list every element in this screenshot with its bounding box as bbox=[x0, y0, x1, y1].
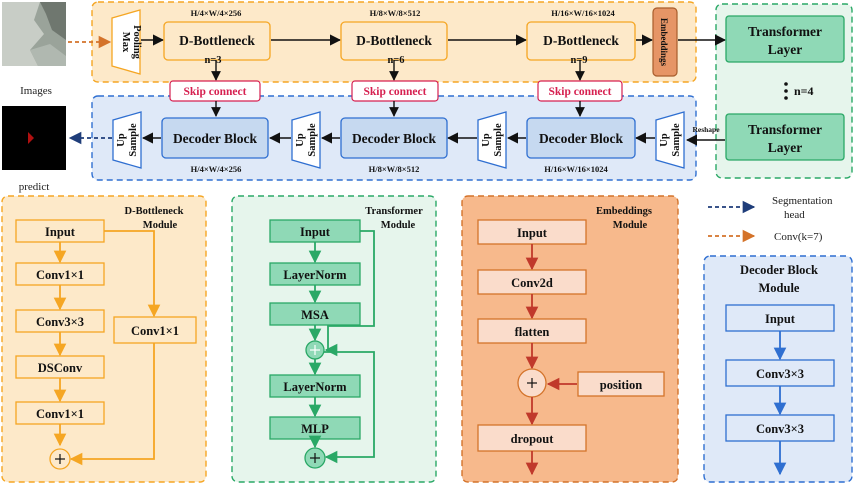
skip-connect-1 bbox=[169, 80, 261, 102]
transformer-layer-1 bbox=[725, 15, 845, 63]
svg-text:Input: Input bbox=[765, 312, 796, 326]
svg-text:dropout: dropout bbox=[511, 432, 555, 446]
upsample-1: Up Sample bbox=[112, 111, 142, 169]
em-add-icon bbox=[517, 368, 547, 398]
svg-text:Up: Up bbox=[659, 133, 670, 147]
predict-image bbox=[2, 106, 66, 170]
dm-title-2: Module bbox=[759, 281, 800, 295]
upsample-3: Up Sample bbox=[477, 111, 507, 169]
d-bottleneck-1-n: n=3 bbox=[204, 55, 221, 66]
enc-dim-1: H/4×W/4×256 bbox=[191, 8, 242, 18]
skip-connect-3-label: Skip connect bbox=[549, 86, 612, 98]
decoder-block-1 bbox=[161, 117, 269, 159]
maxpool-label-2: Pooling bbox=[131, 25, 142, 60]
svg-text:LayerNorm: LayerNorm bbox=[283, 268, 347, 282]
input-image bbox=[2, 2, 66, 66]
d-bottleneck-1 bbox=[163, 21, 271, 61]
svg-text:MSA: MSA bbox=[301, 308, 329, 322]
vertical-dots-icon bbox=[784, 82, 788, 100]
svg-text:Input: Input bbox=[300, 225, 331, 239]
maxpool-label-1: Max bbox=[120, 32, 131, 53]
skip-connect-2 bbox=[351, 80, 439, 102]
enc-dim-2: H/8×W/8×512 bbox=[370, 8, 421, 18]
enc-dim-3: H/16×W/16×1024 bbox=[551, 8, 615, 18]
svg-text:flatten: flatten bbox=[515, 325, 550, 339]
legend-seg-label-2: head bbox=[784, 209, 805, 221]
svg-text:Input: Input bbox=[45, 225, 76, 239]
em-conv2d bbox=[477, 269, 587, 295]
dm-title-1: Decoder Block bbox=[740, 263, 818, 277]
svg-text:Conv1×1: Conv1×1 bbox=[131, 324, 179, 338]
d-bottleneck-2-n: n=6 bbox=[387, 55, 404, 66]
upsample-2: Up Sample bbox=[291, 111, 321, 169]
transformer-layer-2 bbox=[725, 113, 845, 161]
transformer-layer-2-l2: Layer bbox=[768, 140, 803, 155]
svg-text:MLP: MLP bbox=[301, 422, 329, 436]
d-bottleneck-3-n: n=9 bbox=[570, 55, 587, 66]
decoder-block-3 bbox=[526, 117, 636, 159]
legend-seg-label-1: Segmentation bbox=[772, 195, 833, 207]
images-label: Images bbox=[20, 85, 52, 97]
upsample-4: Up Sample bbox=[655, 111, 685, 169]
em-title-1: Embeddings bbox=[596, 206, 652, 217]
dec-dim-1: H/4×W/4×256 bbox=[191, 164, 242, 174]
predict-label: predict bbox=[19, 181, 50, 193]
dbm-title-1: D-Bottleneck bbox=[125, 206, 184, 217]
tm-title-1: Transformer bbox=[365, 206, 423, 217]
dm-conv3x3-1 bbox=[725, 359, 835, 387]
decoder-block-2 bbox=[340, 117, 448, 159]
d-bottleneck-3 bbox=[526, 21, 636, 61]
em-title-2: Module bbox=[613, 220, 648, 231]
reshape-label: Reshape bbox=[692, 125, 720, 134]
svg-text:Conv1×1: Conv1×1 bbox=[36, 407, 84, 421]
transformer-layer-1-l1: Transformer bbox=[748, 24, 822, 39]
tm-add-icon-2 bbox=[304, 447, 326, 469]
legend-conv-label: Conv(k=7) bbox=[774, 231, 823, 243]
decoder-block-1-title: Decoder Block bbox=[173, 131, 258, 146]
skip-connect-2-label: Skip connect bbox=[364, 86, 427, 98]
n4-label: n=4 bbox=[794, 84, 814, 98]
svg-text:Conv3×3: Conv3×3 bbox=[36, 315, 84, 329]
svg-text:Input: Input bbox=[517, 226, 548, 240]
decoder-block-3-title: Decoder Block bbox=[539, 131, 624, 146]
svg-text:Sample: Sample bbox=[671, 123, 682, 157]
svg-text:Sample: Sample bbox=[307, 123, 318, 157]
tm-title-2: Module bbox=[381, 220, 416, 231]
svg-text:Sample: Sample bbox=[128, 123, 139, 157]
skip-connect-1-label: Skip connect bbox=[184, 86, 247, 98]
svg-text:Up: Up bbox=[295, 133, 306, 147]
dbm-conv1x1-right bbox=[113, 316, 197, 344]
svg-text:Up: Up bbox=[481, 133, 492, 147]
embeddings-label: Embeddings bbox=[659, 18, 669, 67]
svg-text:Conv3×3: Conv3×3 bbox=[756, 422, 804, 436]
svg-text:Conv1×1: Conv1×1 bbox=[36, 268, 84, 282]
transformer-layer-2-l1: Transformer bbox=[748, 122, 822, 137]
dec-dim-3: H/16×W/16×1024 bbox=[544, 164, 608, 174]
tm-add-icon-1 bbox=[305, 340, 325, 360]
d-bottleneck-2-title: D-Bottleneck bbox=[356, 33, 432, 48]
dm-input bbox=[725, 304, 835, 332]
d-bottleneck-1-title: D-Bottleneck bbox=[179, 33, 255, 48]
em-position bbox=[577, 371, 665, 397]
svg-text:Conv2d: Conv2d bbox=[511, 276, 553, 290]
svg-text:Sample: Sample bbox=[493, 123, 504, 157]
decoder-block-2-title: Decoder Block bbox=[352, 131, 437, 146]
dm-conv3x3-2 bbox=[725, 414, 835, 442]
svg-text:DSConv: DSConv bbox=[38, 361, 83, 375]
svg-text:LayerNorm: LayerNorm bbox=[283, 380, 347, 394]
svg-text:position: position bbox=[600, 378, 642, 392]
max-pooling-block: Max Pooling bbox=[111, 9, 142, 75]
d-bottleneck-3-title: D-Bottleneck bbox=[543, 33, 619, 48]
embeddings-block bbox=[652, 7, 678, 77]
em-flatten bbox=[477, 318, 587, 344]
dec-dim-2: H/8×W/8×512 bbox=[369, 164, 420, 174]
dbm-add-icon bbox=[49, 448, 71, 470]
transformer-layer-1-l2: Layer bbox=[768, 42, 803, 57]
svg-text:Up: Up bbox=[116, 133, 127, 147]
svg-text:Conv3×3: Conv3×3 bbox=[756, 367, 804, 381]
dbm-title-2: Module bbox=[143, 220, 178, 231]
